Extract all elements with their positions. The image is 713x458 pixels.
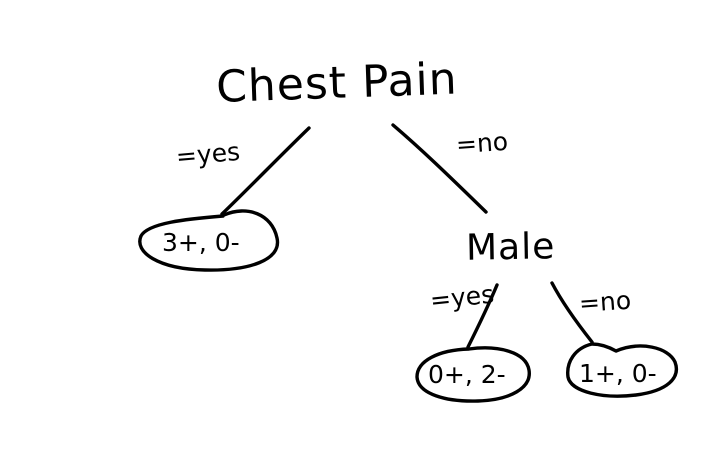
root-no-branch	[391, 123, 488, 214]
root-yes-branch	[220, 126, 311, 216]
leaf-male-yes-label: 0+, 2-	[428, 360, 506, 389]
male-yes-branch	[466, 283, 499, 349]
leaf-male-no-ellipse	[566, 342, 678, 398]
leaf-chest-yes-ellipse	[138, 209, 280, 272]
leaf-male-no-label: 1+, 0-	[579, 359, 657, 388]
male-no-edge-label: =no	[578, 286, 632, 319]
root-yes-edge-label: =yes	[175, 137, 241, 171]
root-node-label: Chest Pain	[215, 54, 458, 113]
root-no-edge-label: =no	[455, 127, 509, 160]
leaf-chest-yes-label: 3+, 0-	[162, 228, 240, 257]
male-node-label: Male	[466, 226, 556, 269]
male-yes-edge-label: =yes	[429, 280, 496, 316]
leaf-male-yes-ellipse	[415, 346, 531, 403]
male-no-branch	[550, 281, 594, 344]
